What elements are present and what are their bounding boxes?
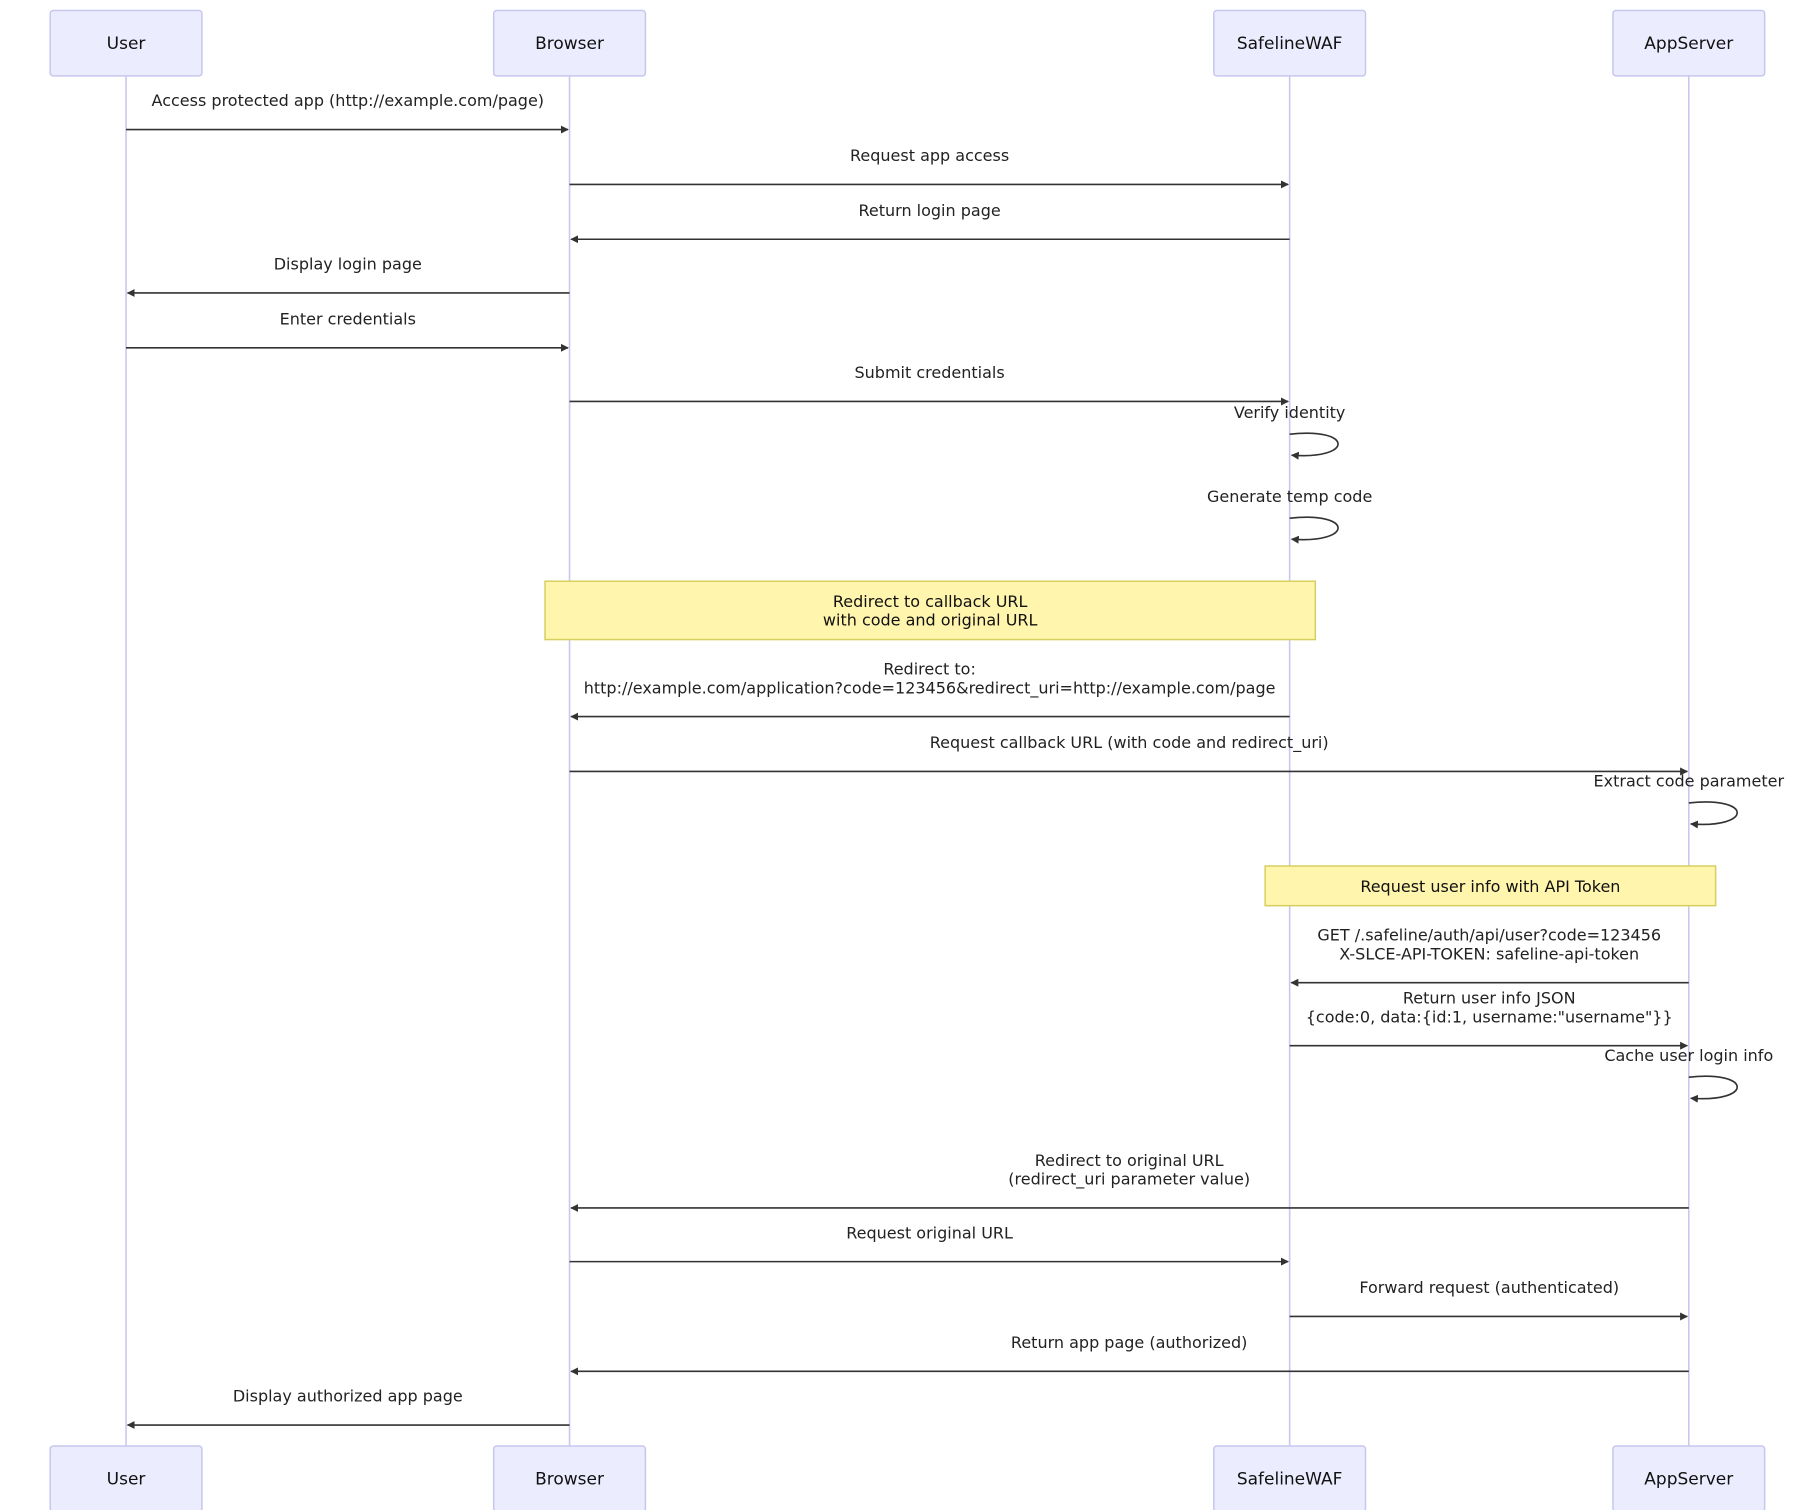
message-label: X-SLCE-API-TOKEN: safeline-api-token: [1339, 944, 1639, 963]
actor-box: [49, 9, 203, 77]
message: Access protected app (http://example.com…: [126, 91, 569, 134]
actor-app-bottom: AppServer: [1612, 1445, 1766, 1510]
message-label: Request original URL: [846, 1223, 1013, 1242]
message: Request callback URL (with code and redi…: [569, 733, 1689, 776]
actor-box: [1612, 1445, 1766, 1510]
actor-browser-top: Browser: [492, 9, 647, 77]
actor-label: AppServer: [1644, 34, 1733, 54]
actor-browser-bottom: Browser: [492, 1445, 647, 1510]
message-label: Forward request (authenticated): [1359, 1278, 1619, 1297]
message: Enter credentials: [126, 309, 569, 352]
message-label: Extract code parameter: [1594, 772, 1785, 791]
note-text: Request user info with API Token: [1360, 877, 1620, 896]
message-label: Verify identity: [1234, 403, 1346, 422]
message-arrow: [1289, 432, 1339, 460]
actor-label: User: [107, 34, 146, 54]
message: Redirect to original URL(redirect_uri pa…: [570, 1151, 1689, 1212]
message: Request original URL: [569, 1223, 1289, 1266]
message-label: Cache user login info: [1604, 1046, 1773, 1065]
message-label: Enter credentials: [280, 309, 416, 328]
actor-user-top: User: [49, 9, 203, 77]
message: Return app page (authorized): [570, 1333, 1689, 1376]
message: Submit credentials: [569, 363, 1289, 406]
message-label: Return user info JSON: [1403, 989, 1576, 1008]
actor-label: Browser: [535, 1470, 604, 1490]
note-box: [544, 580, 1317, 641]
message: Return user info JSON{code:0, data:{id:1…: [1289, 989, 1689, 1050]
message-arrow: [1688, 1075, 1738, 1103]
self-message: Generate temp code: [1207, 487, 1372, 544]
actor-box: [49, 1445, 203, 1510]
message-label: Generate temp code: [1207, 487, 1372, 506]
message-label: {code:0, data:{id:1, username:"username"…: [1306, 1007, 1673, 1026]
message-arrow: [1688, 801, 1738, 829]
message: Display login page: [126, 255, 570, 297]
message-label: Return app page (authorized): [1011, 1333, 1247, 1352]
message-label: Submit credentials: [855, 363, 1005, 382]
message-label: Access protected app (http://example.com…: [152, 91, 544, 110]
actor-box: [1213, 1445, 1367, 1510]
message: Forward request (authenticated): [1289, 1278, 1689, 1321]
actor-app-top: AppServer: [1612, 9, 1766, 77]
self-message: Extract code parameter: [1594, 772, 1785, 829]
message-arrow: [1289, 516, 1339, 544]
message-label: Request callback URL (with code and redi…: [930, 733, 1329, 753]
actor-waf-bottom: SafelineWAF: [1213, 1445, 1367, 1510]
actor-label: AppServer: [1644, 1470, 1733, 1490]
message: GET /.safeline/auth/api/user?code=123456…: [1290, 926, 1689, 987]
note-text: Redirect to callback URL: [833, 592, 1028, 611]
message-label: Display login page: [274, 255, 422, 274]
actor-label: SafelineWAF: [1237, 34, 1343, 54]
message-label: Redirect to original URL: [1035, 1151, 1224, 1170]
actor-label: SafelineWAF: [1237, 1470, 1343, 1490]
actor-box: [492, 9, 647, 77]
self-message: Verify identity: [1234, 403, 1346, 460]
message-label: (redirect_uri parameter value): [1008, 1170, 1250, 1190]
note-box: [1264, 865, 1717, 907]
message: Request app access: [569, 146, 1289, 189]
message: Redirect to:http://example.com/applicati…: [570, 660, 1290, 721]
self-message: Cache user login info: [1604, 1046, 1773, 1103]
message-label: GET /.safeline/auth/api/user?code=123456: [1317, 926, 1661, 945]
actor-box: [492, 1445, 647, 1510]
note: Request user info with API Token: [1264, 865, 1717, 907]
message-label: Redirect to:: [883, 660, 976, 679]
note-text: with code and original URL: [823, 611, 1038, 630]
message-label: Request app access: [850, 146, 1009, 165]
message-label: Display authorized app page: [233, 1387, 463, 1406]
actor-box: [1213, 9, 1367, 77]
actor-box: [1612, 9, 1766, 77]
message: Display authorized app page: [126, 1387, 570, 1430]
message-label: Return login page: [858, 201, 1000, 220]
actor-label: Browser: [535, 34, 604, 54]
actor-label: User: [107, 1470, 146, 1490]
actor-user-bottom: User: [49, 1445, 203, 1510]
message: Return login page: [570, 201, 1290, 244]
message-label: http://example.com/application?code=1234…: [584, 678, 1276, 698]
actor-waf-top: SafelineWAF: [1213, 9, 1367, 77]
